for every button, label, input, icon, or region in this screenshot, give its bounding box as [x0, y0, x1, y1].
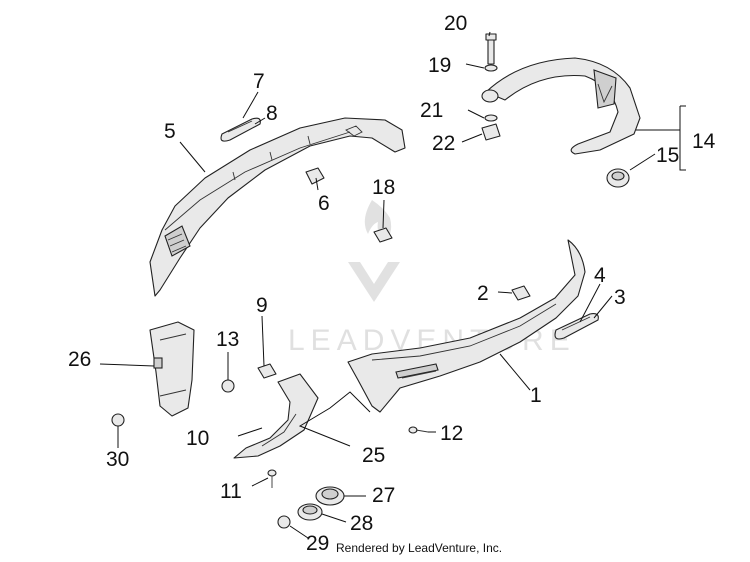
callout-5: 5	[164, 120, 176, 143]
callout-4: 4	[594, 264, 606, 287]
callout-20: 20	[444, 12, 467, 35]
part-3-pad[interactable]	[554, 313, 599, 340]
part-19-washer[interactable]	[484, 64, 498, 72]
callout-12: 12	[440, 422, 463, 445]
callout-14: 14	[692, 130, 716, 153]
part-18-clip[interactable]	[373, 227, 393, 243]
callout-labels: 1 2 3 4 5 6 7 8 9 10 11 12 13 14 15 18 1…	[68, 12, 716, 555]
part-13-nut[interactable]	[221, 379, 235, 393]
part-14-grab-rail[interactable]	[481, 57, 641, 155]
footer-credit: Rendered by LeadVenture, Inc.	[336, 541, 503, 555]
leader-lines	[99, 31, 686, 539]
part-30-nut[interactable]	[111, 413, 125, 427]
callout-29: 29	[306, 532, 329, 555]
callout-21: 21	[420, 99, 443, 122]
callout-1: 1	[530, 384, 542, 407]
callout-2: 2	[477, 282, 489, 305]
part-28-grommet[interactable]	[297, 503, 323, 521]
part-20-bolt[interactable]	[485, 33, 497, 65]
part-8-pad[interactable]	[220, 117, 261, 142]
part-25-bracket[interactable]	[233, 373, 319, 459]
callout-18: 18	[372, 176, 395, 199]
part-15-grommet[interactable]	[606, 168, 630, 188]
part-9-clip[interactable]	[257, 363, 277, 379]
callout-26: 26	[68, 348, 91, 371]
callout-9: 9	[256, 294, 268, 317]
part-26-side-cover[interactable]	[149, 321, 195, 417]
part-29-nut[interactable]	[277, 515, 291, 529]
part-2-clip[interactable]	[511, 285, 531, 301]
callout-10: 10	[186, 427, 209, 450]
part-5-upper-cover[interactable]	[149, 117, 406, 297]
callout-22: 22	[432, 132, 455, 155]
callout-25: 25	[362, 444, 385, 467]
callout-8: 8	[266, 102, 278, 125]
callout-3: 3	[614, 286, 626, 309]
part-1-lower-cover[interactable]	[347, 239, 586, 413]
part-27-grommet[interactable]	[315, 486, 345, 506]
callout-15: 15	[656, 144, 679, 167]
part-6-clip[interactable]	[305, 167, 325, 185]
part-22-nut[interactable]	[481, 123, 501, 141]
part-12-screw[interactable]	[408, 426, 429, 434]
callout-6: 6	[318, 192, 330, 215]
callout-11: 11	[220, 480, 242, 503]
callout-27: 27	[372, 484, 395, 507]
callout-7: 7	[253, 70, 265, 93]
part-21-washer[interactable]	[484, 114, 498, 122]
callout-19: 19	[428, 54, 451, 77]
callout-13: 13	[216, 328, 239, 351]
callout-30: 30	[106, 448, 129, 471]
callout-28: 28	[350, 512, 373, 535]
part-11-screw[interactable]	[267, 469, 277, 488]
